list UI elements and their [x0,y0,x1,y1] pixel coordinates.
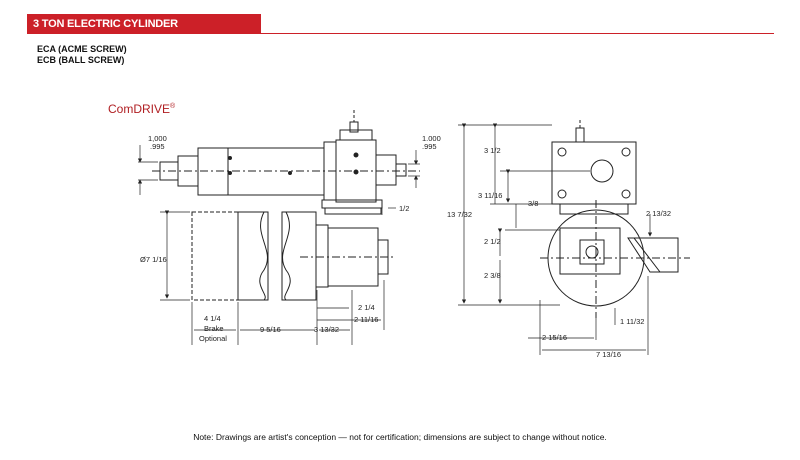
dim-2-1-4: 2 1/4 [358,303,375,312]
dim-1-11-32: 1 11/32 [620,317,644,326]
dim-gap: 1/2 [399,204,409,213]
end-mounting-plate [551,141,637,205]
optional-brake [191,211,239,301]
dim-2-1-2: 2 1/2 [484,237,501,246]
side-dim-labels: 1,000 .995 1.000 .995 1/2 Ø7 1/16 4 1/4 … [140,134,441,343]
brand-logo: ComDRIVE® [108,102,175,116]
right-boss [375,154,397,186]
end-motor-box [627,237,679,273]
motor-flange [315,224,329,288]
dim-2-15-16: 2 15/16 [542,333,567,342]
end-view [540,120,690,318]
dim-rod-right-bottom: .995 [422,142,437,151]
brand-name: ComDRIVE [108,102,171,116]
dim-2-11-16: 2 11/16 [354,315,378,324]
dim-7-13-16: 7 13/16 [596,350,621,359]
dim-3-1-2: 3 1/2 [484,146,501,155]
dim-rod-right-top: 1.000 [422,134,441,143]
motor-body-left [237,211,269,301]
right-rod-end [395,163,407,177]
brand-mark: ® [170,103,176,110]
dim-3-11-16: 3 11/16 [478,191,502,200]
dim-brake-length: 4 1/4 [204,314,221,323]
dim-brake-label: Brake [204,324,224,333]
side-view-dims [137,145,420,345]
dim-gear-length: 3 13/32 [314,325,339,334]
dim-rod-left-top: 1,000 [148,134,167,143]
dim-13-7-32: 13 7/32 [447,210,472,219]
end-top-shaft [575,127,585,143]
end-view-dims [458,123,653,355]
end-dim-labels: 3 1/2 3 11/16 3/8 13 7/32 2 1/2 2 3/8 2 … [447,146,671,359]
dim-2-13-32: 2 13/32 [646,209,671,218]
housing-top-plate [339,129,373,141]
side-view [152,110,420,301]
end-gearbox [559,227,621,275]
end-output-bore [590,159,614,183]
subtitle-eca: ECA (ACME SCREW) [37,44,127,54]
section-title: 3 TON ELECTRIC CYLINDER [27,14,261,34]
motor-body-right [281,211,317,301]
dim-3-8: 3/8 [528,199,538,208]
dim-rod-left-bottom: .995 [150,142,165,151]
dim-optional-label: Optional [199,334,227,343]
title-rule [261,33,774,34]
dim-motor-length: 9 5/16 [260,325,281,334]
disclaimer-note: Note: Drawings are artist's conception —… [193,432,607,442]
subtitle-ecb: ECB (BALL SCREW) [37,55,125,65]
dim-diameter: Ø7 1/16 [140,255,167,264]
dim-2-3-8: 2 3/8 [484,271,501,280]
motor-adapter [321,199,383,209]
